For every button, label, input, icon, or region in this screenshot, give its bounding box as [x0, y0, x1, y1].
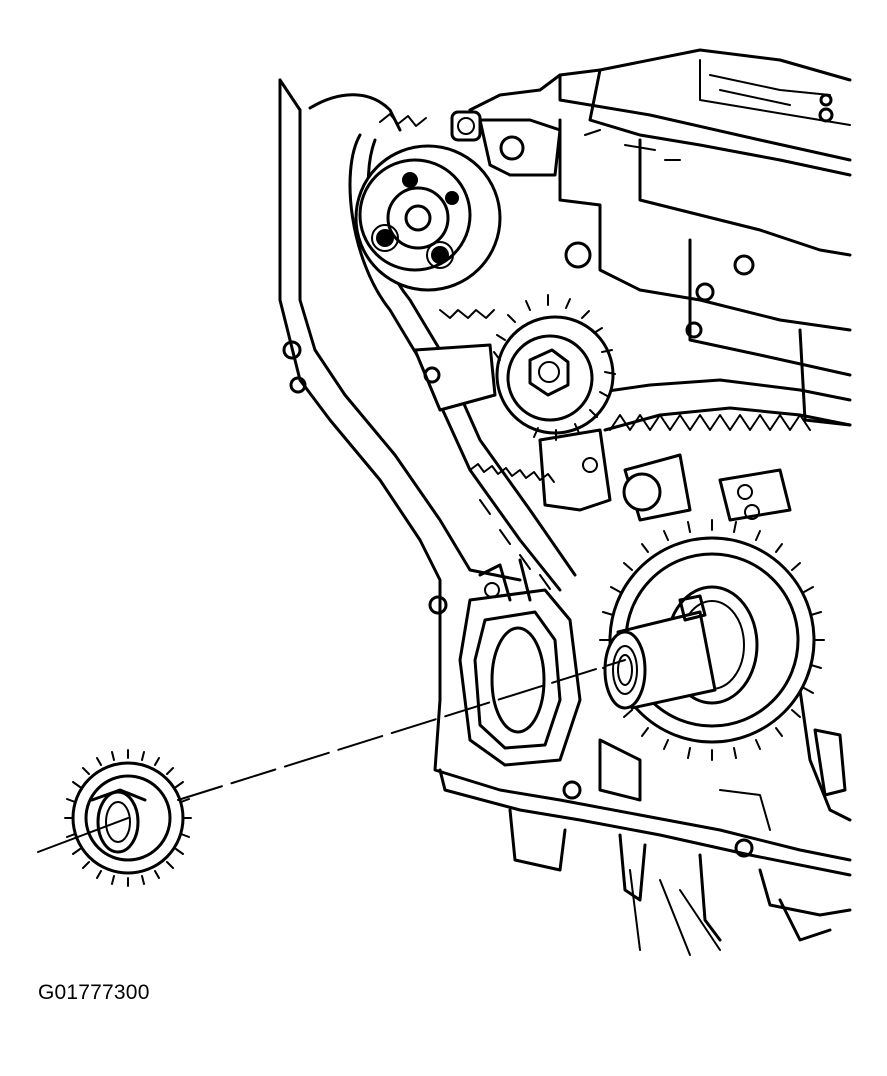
figure-id-label: G01777300 — [38, 981, 150, 1004]
installation-centerline — [37, 659, 626, 853]
oil-pump-housing — [458, 558, 582, 767]
idler-sprocket — [493, 294, 616, 441]
engine-block — [278, 48, 852, 956]
crankshaft-sprocket — [599, 519, 825, 761]
chain-guide — [413, 343, 852, 522]
camshaft-sprocket — [354, 144, 502, 292]
